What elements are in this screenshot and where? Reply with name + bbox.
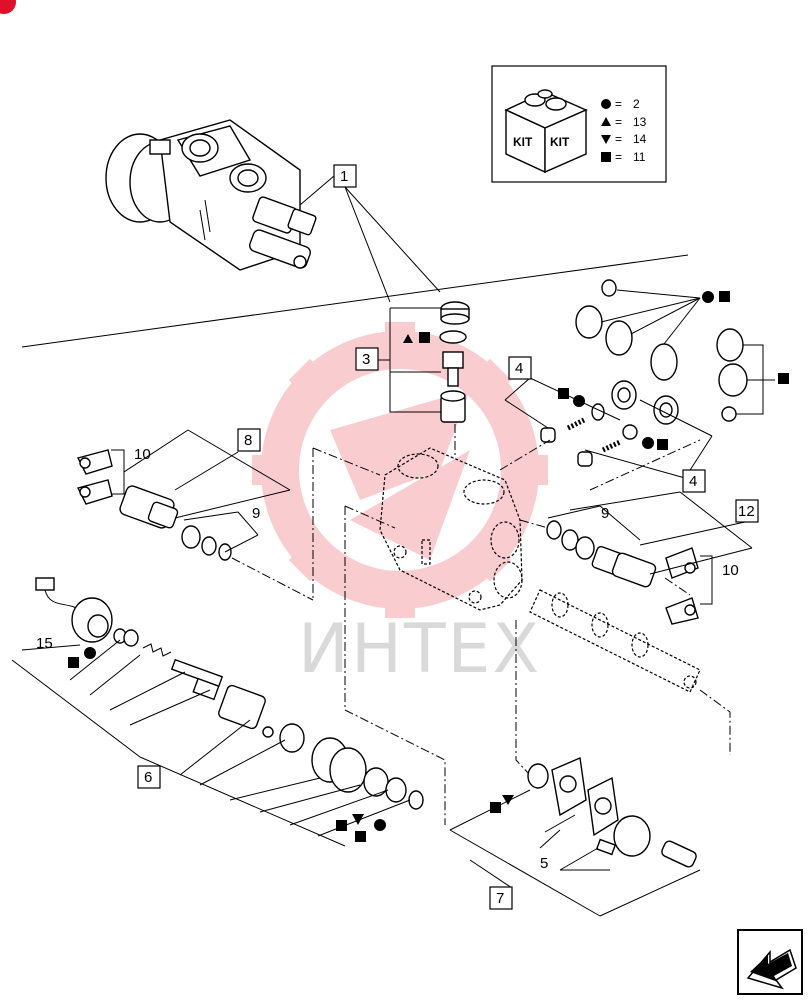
kit-symbols-7 (490, 795, 514, 813)
part-group-12 (546, 491, 753, 625)
square-icon (419, 332, 430, 343)
square-icon (719, 291, 730, 302)
kit-symbols-15 (68, 647, 96, 668)
callout-9b: 9 (601, 505, 609, 522)
kit-legend-value: 13 (633, 115, 647, 129)
circle-icon (601, 99, 611, 109)
corner-badge (0, 0, 16, 14)
square-icon (336, 820, 347, 831)
triangle-down-icon (601, 135, 611, 144)
callout-4b: 4 (689, 473, 697, 490)
square-icon (601, 152, 611, 162)
part-group-7 (449, 756, 701, 917)
callout-box-3 (355, 347, 379, 371)
callout-1: 1 (340, 168, 348, 185)
equals-sign: = (615, 115, 622, 129)
callout-6: 6 (144, 769, 152, 786)
callout-box-12 (735, 499, 759, 523)
callout-10b: 10 (722, 562, 739, 579)
kit-symbols-3 (403, 332, 430, 343)
square-icon (558, 388, 569, 399)
part-group-4-lower (577, 395, 713, 479)
callout-7: 7 (496, 890, 504, 907)
part-group-3 (378, 301, 470, 423)
next-page-arrow-icon[interactable] (737, 929, 803, 995)
spool-section (529, 589, 701, 693)
circle-icon (84, 647, 96, 659)
assembled-valve-drawing (105, 119, 317, 271)
oring-kit-group (575, 279, 789, 422)
part-group-4-upper (504, 377, 637, 443)
circle-icon (374, 819, 386, 831)
center-lines (231, 424, 731, 825)
equals-sign: = (615, 97, 622, 111)
callout-8: 8 (244, 432, 252, 449)
kit-label-left: KIT (513, 135, 533, 149)
square-icon (68, 657, 79, 668)
part-group-8 (76, 429, 291, 561)
square-icon (657, 439, 668, 450)
callout-10a: 10 (134, 446, 151, 463)
triangle-up-icon (403, 334, 413, 343)
kit-legend-row-circle: = 2 (601, 97, 640, 111)
part-group-6 (11, 577, 424, 847)
kit-legend-row-triangle-up: = 13 (601, 115, 647, 129)
callout-box-7 (489, 886, 513, 910)
kit-legend-value: 14 (633, 132, 647, 146)
equals-sign: = (615, 150, 622, 164)
leader-line (344, 186, 441, 293)
leader-line (344, 186, 391, 303)
triangle-down-icon (352, 814, 364, 825)
callout-4a: 4 (515, 360, 523, 377)
circle-icon (573, 395, 585, 407)
watermark-text: ИНТЕХ (298, 610, 541, 689)
kit-box-icon: KIT KIT (504, 89, 588, 174)
callout-5: 5 (540, 855, 548, 872)
callout-9a: 9 (252, 505, 260, 522)
triangle-up-icon (601, 117, 611, 126)
square-icon (490, 802, 501, 813)
kit-legend-value: 11 (633, 150, 646, 164)
equals-sign: = (615, 132, 622, 146)
valve-body-section (379, 447, 523, 611)
square-icon (355, 831, 366, 842)
section-divider (21, 254, 689, 348)
kit-legend: KIT KIT = 2 = 13 = 14 = 11 (491, 65, 667, 183)
callout-12: 12 (738, 503, 755, 520)
watermark-logo (252, 322, 548, 618)
circle-icon (642, 437, 654, 449)
square-icon (778, 373, 789, 384)
callout-box-8 (237, 428, 261, 452)
kit-legend-row-triangle-down: = 14 (601, 132, 647, 146)
callout-15: 15 (36, 635, 53, 652)
callout-box-6 (137, 765, 161, 789)
kit-label-right: KIT (550, 135, 570, 149)
circle-icon (702, 291, 714, 303)
kit-legend-row-square: = 11 (601, 150, 646, 164)
callout-3: 3 (362, 351, 370, 368)
kit-symbols-6 (336, 814, 386, 842)
leader-line (299, 175, 335, 206)
triangle-down-icon (502, 795, 514, 805)
callout-box-4a (508, 356, 532, 380)
kit-legend-value: 2 (633, 97, 640, 111)
callout-box-4b (682, 469, 706, 493)
